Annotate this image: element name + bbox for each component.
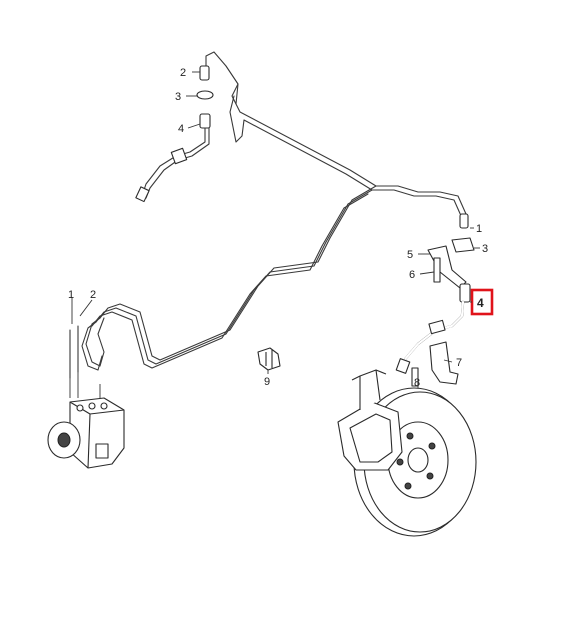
rear-right-fittings <box>427 213 475 303</box>
brake-hose <box>395 300 465 387</box>
callout-right-5[interactable]: 5 <box>407 249 413 261</box>
abs-hydraulic-unit <box>47 372 125 469</box>
callout-left-2[interactable]: 2 <box>90 289 96 301</box>
brake-caliper <box>337 369 403 471</box>
callout-right-1[interactable]: 1 <box>476 223 482 235</box>
callout-top-2[interactable]: 2 <box>180 67 186 79</box>
callout-top-4[interactable]: 4 <box>178 123 184 135</box>
callout-left-1[interactable]: 1 <box>68 289 74 301</box>
callout-right-6[interactable]: 6 <box>409 269 415 281</box>
callout-top-3[interactable]: 3 <box>175 91 181 103</box>
brake-line-bundle <box>69 51 467 379</box>
highlighted-callout[interactable]: 4 <box>470 288 494 316</box>
front-hose-assembly <box>135 65 214 203</box>
callout-hose-8[interactable]: 8 <box>414 377 420 389</box>
leader-lines <box>71 71 480 388</box>
line-clip <box>257 347 281 371</box>
highlight-label: 4 <box>477 296 484 310</box>
callout-labels: 2 3 4 1 3 5 6 1 2 9 7 8 <box>68 67 488 389</box>
callout-mid-9[interactable]: 9 <box>264 376 270 388</box>
callout-right-3[interactable]: 3 <box>482 243 488 255</box>
callout-hose-7[interactable]: 7 <box>456 357 462 369</box>
